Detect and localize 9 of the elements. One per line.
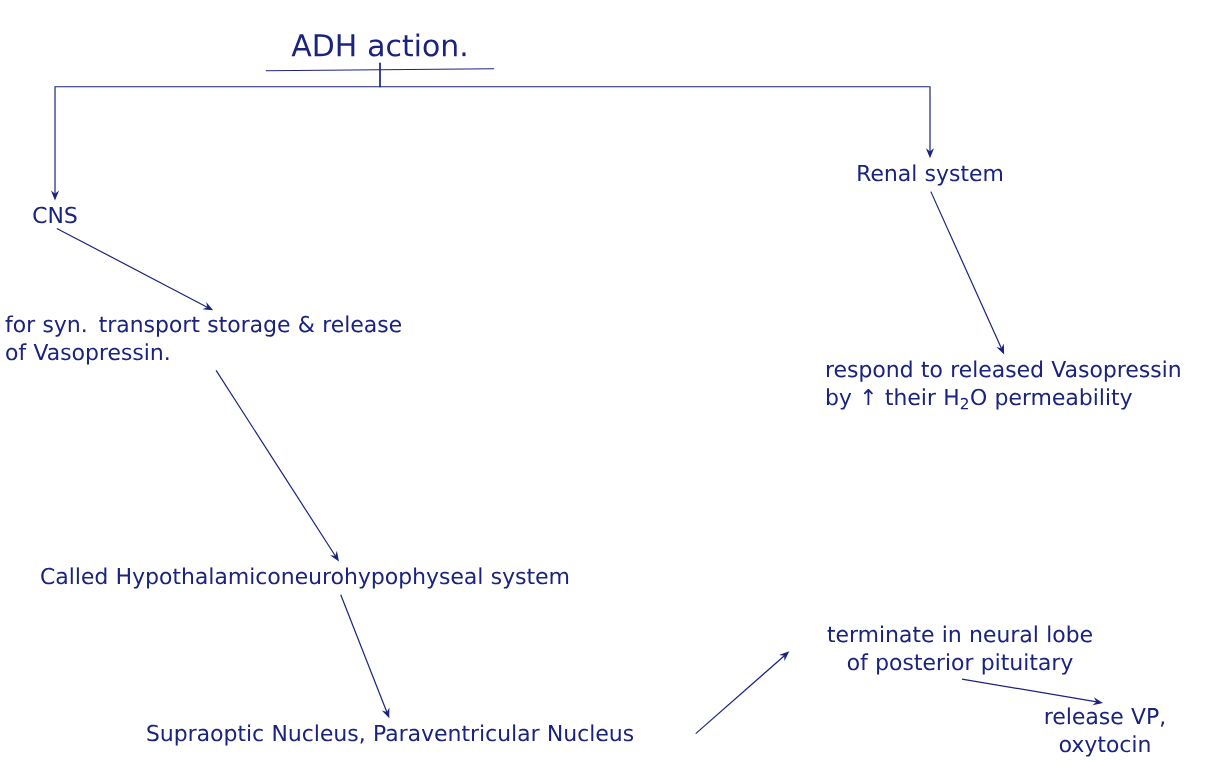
note-text: respond to released Vasopressin by ↑ their H$_{2}$O permeability	[827, 360, 1180, 410]
note-text: release VP, oxytocin	[1045, 707, 1165, 757]
note-text: Called Hypothalamiconeurohypophyseal system	[41, 567, 569, 589]
note-text: Supraoptic Nucleus, Paraventricular Nucleus	[147, 724, 634, 746]
heading-text: ADH action.	[265, 33, 495, 72]
note-text: terminate in neural lobe of posterior pituitary	[827, 625, 1092, 675]
note-text: for syn. transport storage & release of Vasopressin.	[5, 315, 401, 365]
note-text: CNS	[33, 206, 77, 224]
note-text: Renal system	[858, 164, 1002, 186]
